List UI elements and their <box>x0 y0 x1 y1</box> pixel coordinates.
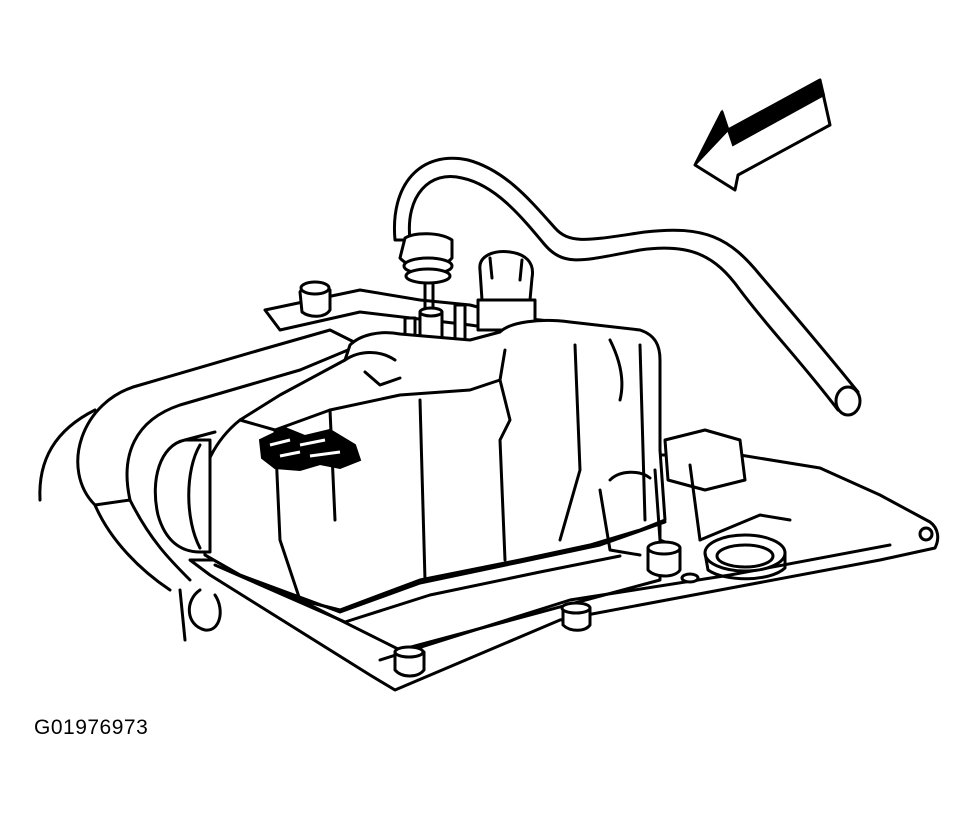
valve-cover-body <box>198 318 667 624</box>
arrow-down-left-icon <box>693 78 832 192</box>
left-intake-duct <box>38 328 362 642</box>
electrical-connector <box>476 250 537 332</box>
cover-snorkel <box>153 430 217 554</box>
figure-id-label: G01976973 <box>34 716 149 739</box>
right-brackets <box>598 428 792 557</box>
cover-bolts <box>393 540 700 678</box>
pcv-hose <box>392 156 862 417</box>
cover-logo-emblem <box>258 426 362 472</box>
oil-fill-cap <box>703 533 787 581</box>
